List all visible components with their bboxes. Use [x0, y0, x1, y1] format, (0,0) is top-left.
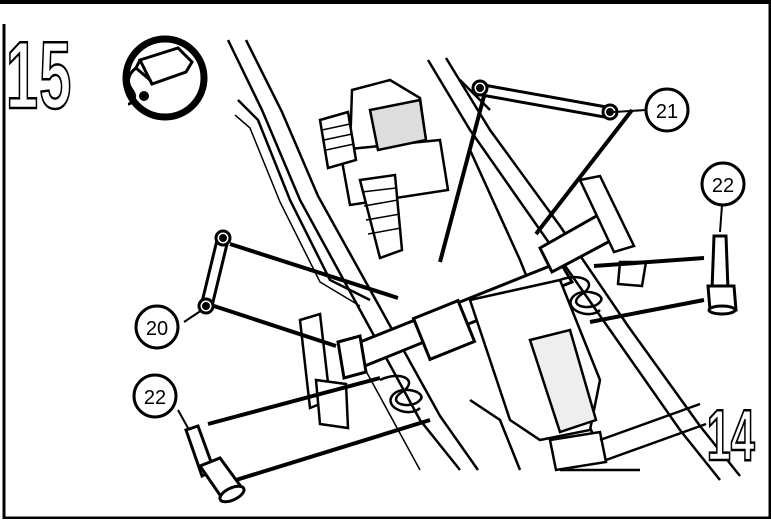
- bolt-22-right: [706, 234, 738, 316]
- tie-rod-21: [471, 79, 619, 121]
- bolt-22-left: [184, 424, 246, 504]
- callout-21: 21: [644, 87, 690, 133]
- chassis-frame: [226, 39, 741, 481]
- step-number: 15: [6, 21, 72, 129]
- exhaust-pipes: [469, 398, 707, 472]
- hub-left: [298, 312, 350, 430]
- callout-20: 20: [134, 304, 180, 350]
- callout-22-right: 22: [700, 161, 746, 207]
- svg-text:22: 22: [144, 387, 166, 409]
- svg-text:20: 20: [146, 318, 168, 340]
- spring-right: [559, 275, 603, 316]
- svg-text:21: 21: [656, 101, 678, 123]
- cv-boots: [358, 173, 404, 260]
- svg-text:22: 22: [712, 175, 734, 197]
- spring-left: [379, 374, 423, 414]
- transmission: [468, 278, 608, 472]
- callout-22-left: 22: [132, 373, 178, 419]
- grease-tube-icon: [122, 35, 208, 121]
- leader-lines: [177, 95, 723, 482]
- tie-rod-20: [197, 229, 232, 315]
- engine-block: [318, 78, 450, 207]
- next-step-number: 14: [707, 395, 755, 476]
